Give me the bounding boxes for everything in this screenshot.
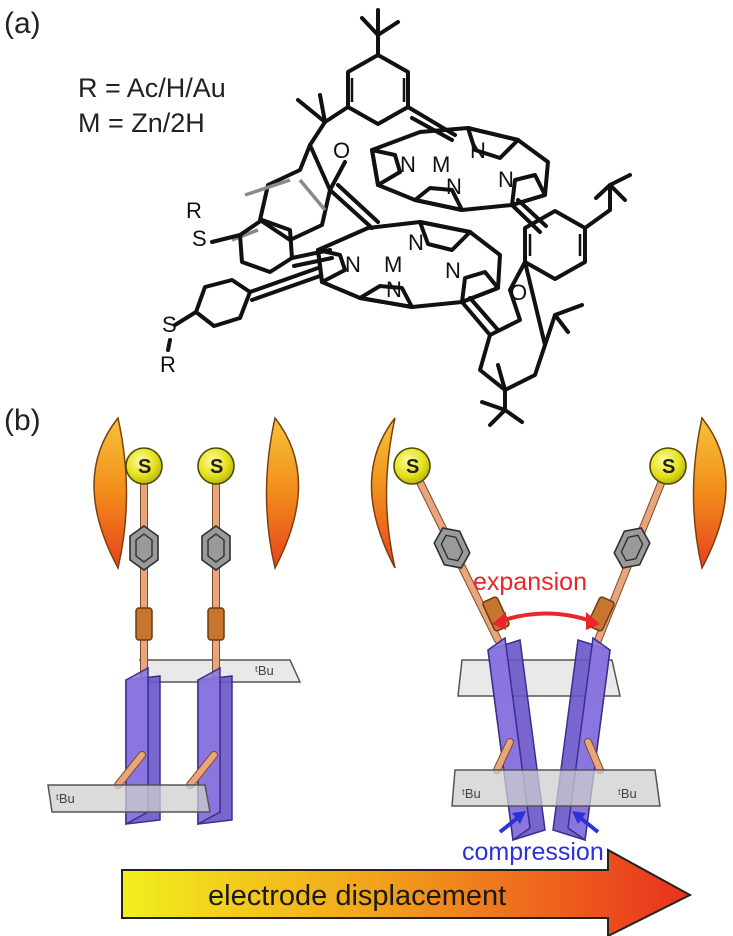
sulfur-sphere-4: [649, 447, 687, 485]
n-atom-4: N: [446, 174, 462, 199]
n-atom-8: N: [386, 277, 402, 302]
molecular-structure: O N N M N N R S: [160, 8, 632, 427]
sulfur-label-3: S: [406, 456, 419, 478]
n-atom-5: N: [345, 252, 361, 277]
r-group-lower: R: [160, 352, 176, 377]
sulfur-sphere-2: [197, 447, 235, 485]
junction-stretched: S S ᵗBu ᵗBu expansion compression: [370, 416, 727, 866]
porphyrin-lower: N N M N N: [316, 220, 502, 309]
expansion-arrow: [497, 611, 595, 624]
lower-slab-left: [47, 784, 211, 813]
benzene-ring-3: [429, 521, 475, 575]
benzene-ring-2: [201, 525, 231, 571]
lower-slab-right: [451, 769, 661, 807]
r-group-upper: R: [186, 198, 202, 223]
panel-a-label: (a): [4, 7, 41, 40]
n-atom-6: N: [408, 230, 424, 255]
metal-atom-lower: M: [384, 252, 402, 277]
sulfur-label-4: S: [662, 456, 675, 478]
benzene-ring-4: [609, 521, 655, 575]
oxygen-atom-bottom: O: [510, 280, 527, 305]
junction-stacked: ᵗBu S S ᵗBu: [47, 416, 302, 826]
expansion-label: expansion: [473, 568, 587, 596]
left-electrode-a: [93, 416, 128, 571]
benzene-ring-1: [129, 525, 159, 571]
alkyne-2: [207, 607, 225, 641]
left-electrode-b: [370, 417, 396, 569]
tbu-label-right-lower-1: ᵗBu: [462, 786, 481, 801]
tbu-label-left-lower: ᵗBu: [56, 791, 75, 806]
tbu-label-left-upper: ᵗBu: [255, 663, 274, 678]
sulfur-atom-lower: S: [162, 312, 177, 337]
right-electrode-a: [265, 416, 300, 571]
metal-atom-upper: M: [432, 152, 450, 177]
n-atom-1: N: [400, 152, 416, 177]
n-atom-3: N: [498, 167, 514, 192]
displacement-arrow: electrode displacement: [121, 848, 693, 936]
n-atom-2: N: [470, 138, 486, 163]
tbu-label-right-lower-2: ᵗBu: [618, 786, 637, 801]
displacement-label: electrode displacement: [208, 880, 506, 912]
right-electrode-b: [692, 416, 727, 571]
r-definition: R = Ac/H/Au: [78, 73, 226, 103]
oxygen-atom-top: O: [333, 138, 350, 163]
sulfur-atom-upper: S: [192, 226, 207, 251]
sulfur-label-1: S: [138, 456, 151, 478]
alkyne-1: [135, 607, 153, 641]
sulfur-sphere-3: [393, 447, 431, 485]
sulfur-sphere-1: [125, 447, 163, 485]
compression-label: compression: [462, 838, 604, 866]
porphyrin-upper: N N M N N: [370, 126, 550, 212]
panel-b-label: (b): [4, 404, 41, 437]
m-definition: M = Zn/2H: [78, 108, 205, 138]
n-atom-7: N: [445, 258, 461, 283]
sulfur-label-2: S: [210, 456, 223, 478]
